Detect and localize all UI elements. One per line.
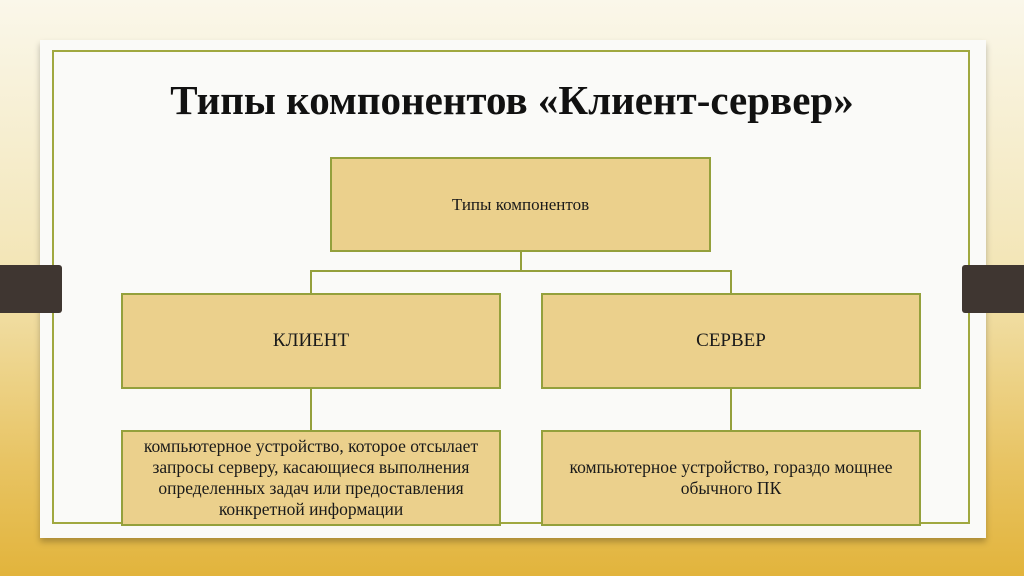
slide-title: Типы компонентов «Клиент-сервер» bbox=[170, 77, 854, 123]
server-node: СЕРВЕР bbox=[541, 293, 921, 389]
client-node: КЛИЕНТ bbox=[121, 293, 501, 389]
server-description: компьютерное устройство, гораздо мощнее … bbox=[569, 457, 893, 498]
client-description: компьютерное устройство, которое отсылае… bbox=[143, 436, 479, 519]
connector bbox=[310, 389, 312, 430]
client-description-node: компьютерное устройство, которое отсылае… bbox=[121, 430, 501, 526]
connector bbox=[520, 252, 522, 271]
root-node: Типы компонентов bbox=[330, 157, 711, 252]
right-decor-tab bbox=[962, 265, 1024, 313]
connector bbox=[310, 270, 312, 293]
connector bbox=[310, 270, 732, 272]
root-label: Типы компонентов bbox=[451, 194, 590, 214]
server-description-node: компьютерное устройство, гораздо мощнее … bbox=[541, 430, 921, 526]
server-label: СЕРВЕР bbox=[696, 330, 766, 351]
connector bbox=[730, 389, 732, 430]
connector bbox=[730, 270, 732, 293]
left-decor-tab bbox=[0, 265, 62, 313]
client-label: КЛИЕНТ bbox=[272, 330, 350, 351]
